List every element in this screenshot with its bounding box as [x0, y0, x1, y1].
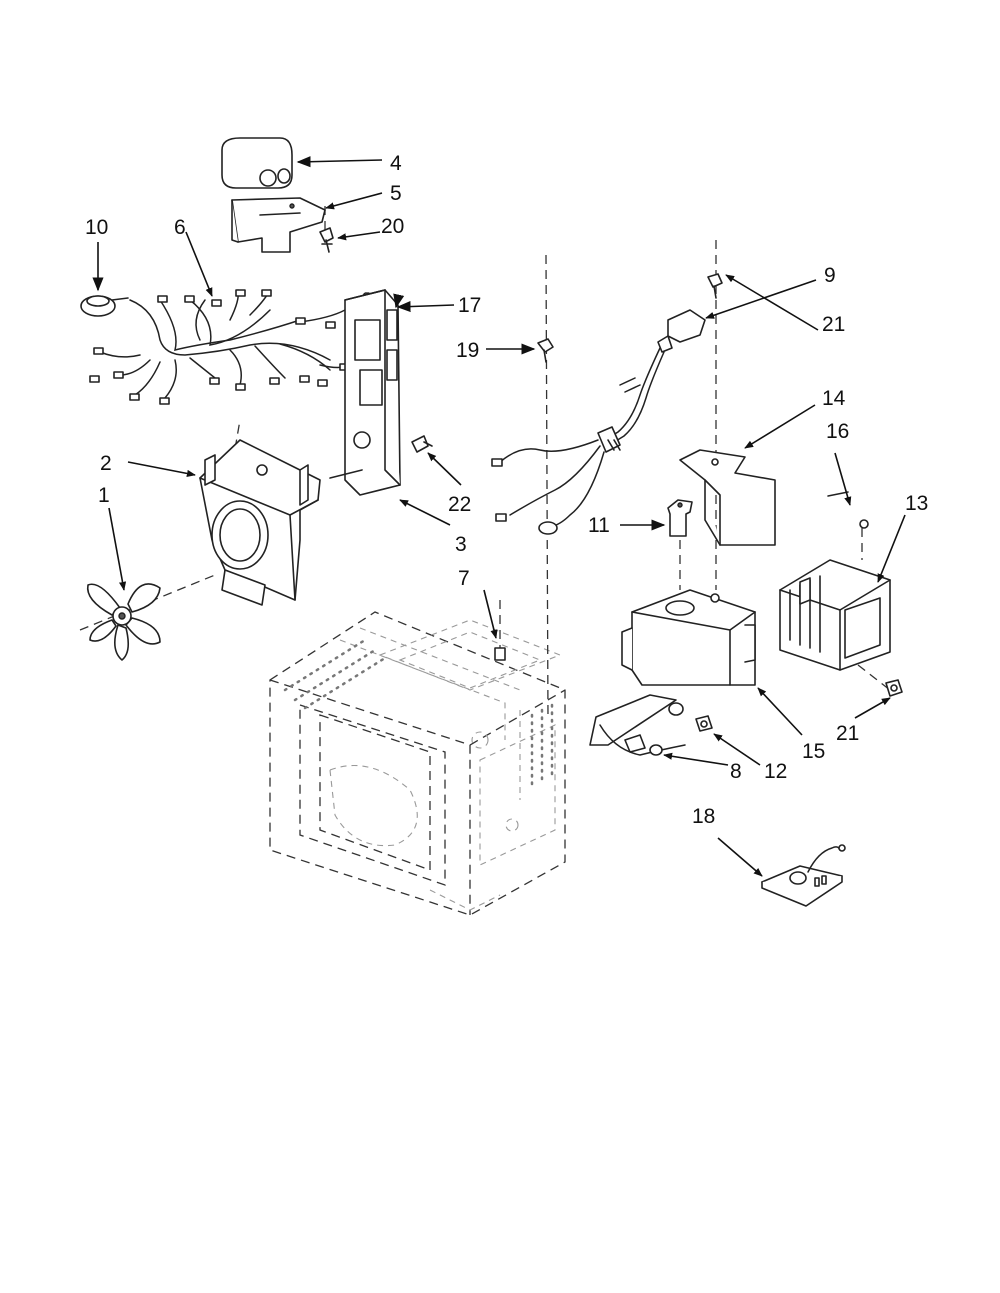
- callout-14: 14: [822, 387, 846, 410]
- cabinet-outline: [269, 611, 566, 916]
- callout-10: 10: [85, 216, 108, 239]
- diode-part[interactable]: [667, 499, 693, 537]
- callout-6: 6: [174, 216, 186, 239]
- nut-part-8[interactable]: [649, 744, 663, 756]
- callout-21-top: 21: [822, 313, 845, 336]
- callout-9: 9: [824, 264, 836, 287]
- circuit-board-part[interactable]: [761, 844, 846, 907]
- screw-part-22[interactable]: [411, 435, 433, 453]
- callout-13: 13: [905, 492, 928, 515]
- callout-11: 11: [588, 514, 610, 537]
- noise-filter-part[interactable]: [589, 694, 686, 756]
- callout-21-bottom: 21: [836, 722, 859, 745]
- switch-bracket-part[interactable]: [329, 289, 401, 496]
- callout-16: 16: [826, 420, 849, 443]
- callout-7: 7: [458, 567, 470, 590]
- callout-18: 18: [692, 805, 715, 828]
- wire-harness-part[interactable]: [89, 289, 376, 405]
- leader-arrows: [92, 156, 906, 877]
- callout-1: 1: [98, 484, 110, 507]
- callout-20: 20: [381, 215, 404, 238]
- callout-4: 4: [390, 152, 402, 175]
- assembly-guide-lines: [79, 200, 891, 721]
- capacitor-part[interactable]: [221, 137, 293, 189]
- callout-22: 22: [448, 493, 471, 516]
- callout-15: 15: [802, 740, 825, 763]
- screw-part-20[interactable]: [319, 227, 334, 253]
- magnetron-part[interactable]: [779, 559, 891, 671]
- callout-8: 8: [730, 760, 742, 783]
- fan-blade-part[interactable]: [86, 583, 161, 661]
- callout-12: 12: [764, 760, 787, 783]
- capacitor-bracket-part[interactable]: [231, 197, 326, 253]
- thermostat-part[interactable]: [80, 295, 129, 317]
- callout-19: 19: [456, 339, 479, 362]
- callout-17: 17: [458, 294, 481, 317]
- harness-terminals: [89, 289, 376, 405]
- transformer-cover-part[interactable]: [621, 589, 756, 686]
- small-part-16[interactable]: [827, 491, 869, 529]
- screw-part-21-top[interactable]: [707, 273, 723, 299]
- callout-2: 2: [100, 452, 112, 475]
- connector-part-7[interactable]: [494, 647, 506, 661]
- callout-labels: 1 2 3 4 5 6 7 8 9 10 11 12 13 14 15 16 1…: [85, 152, 928, 828]
- screw-part-12[interactable]: [695, 715, 713, 732]
- power-cord-part[interactable]: [491, 309, 706, 535]
- callout-3: 3: [455, 533, 467, 556]
- transformer-bracket-part[interactable]: [679, 449, 776, 546]
- screw-part-21-bottom[interactable]: [885, 679, 903, 697]
- screw-part-19[interactable]: [537, 338, 554, 363]
- fan-shroud-part[interactable]: [199, 439, 321, 606]
- callout-5: 5: [390, 182, 402, 205]
